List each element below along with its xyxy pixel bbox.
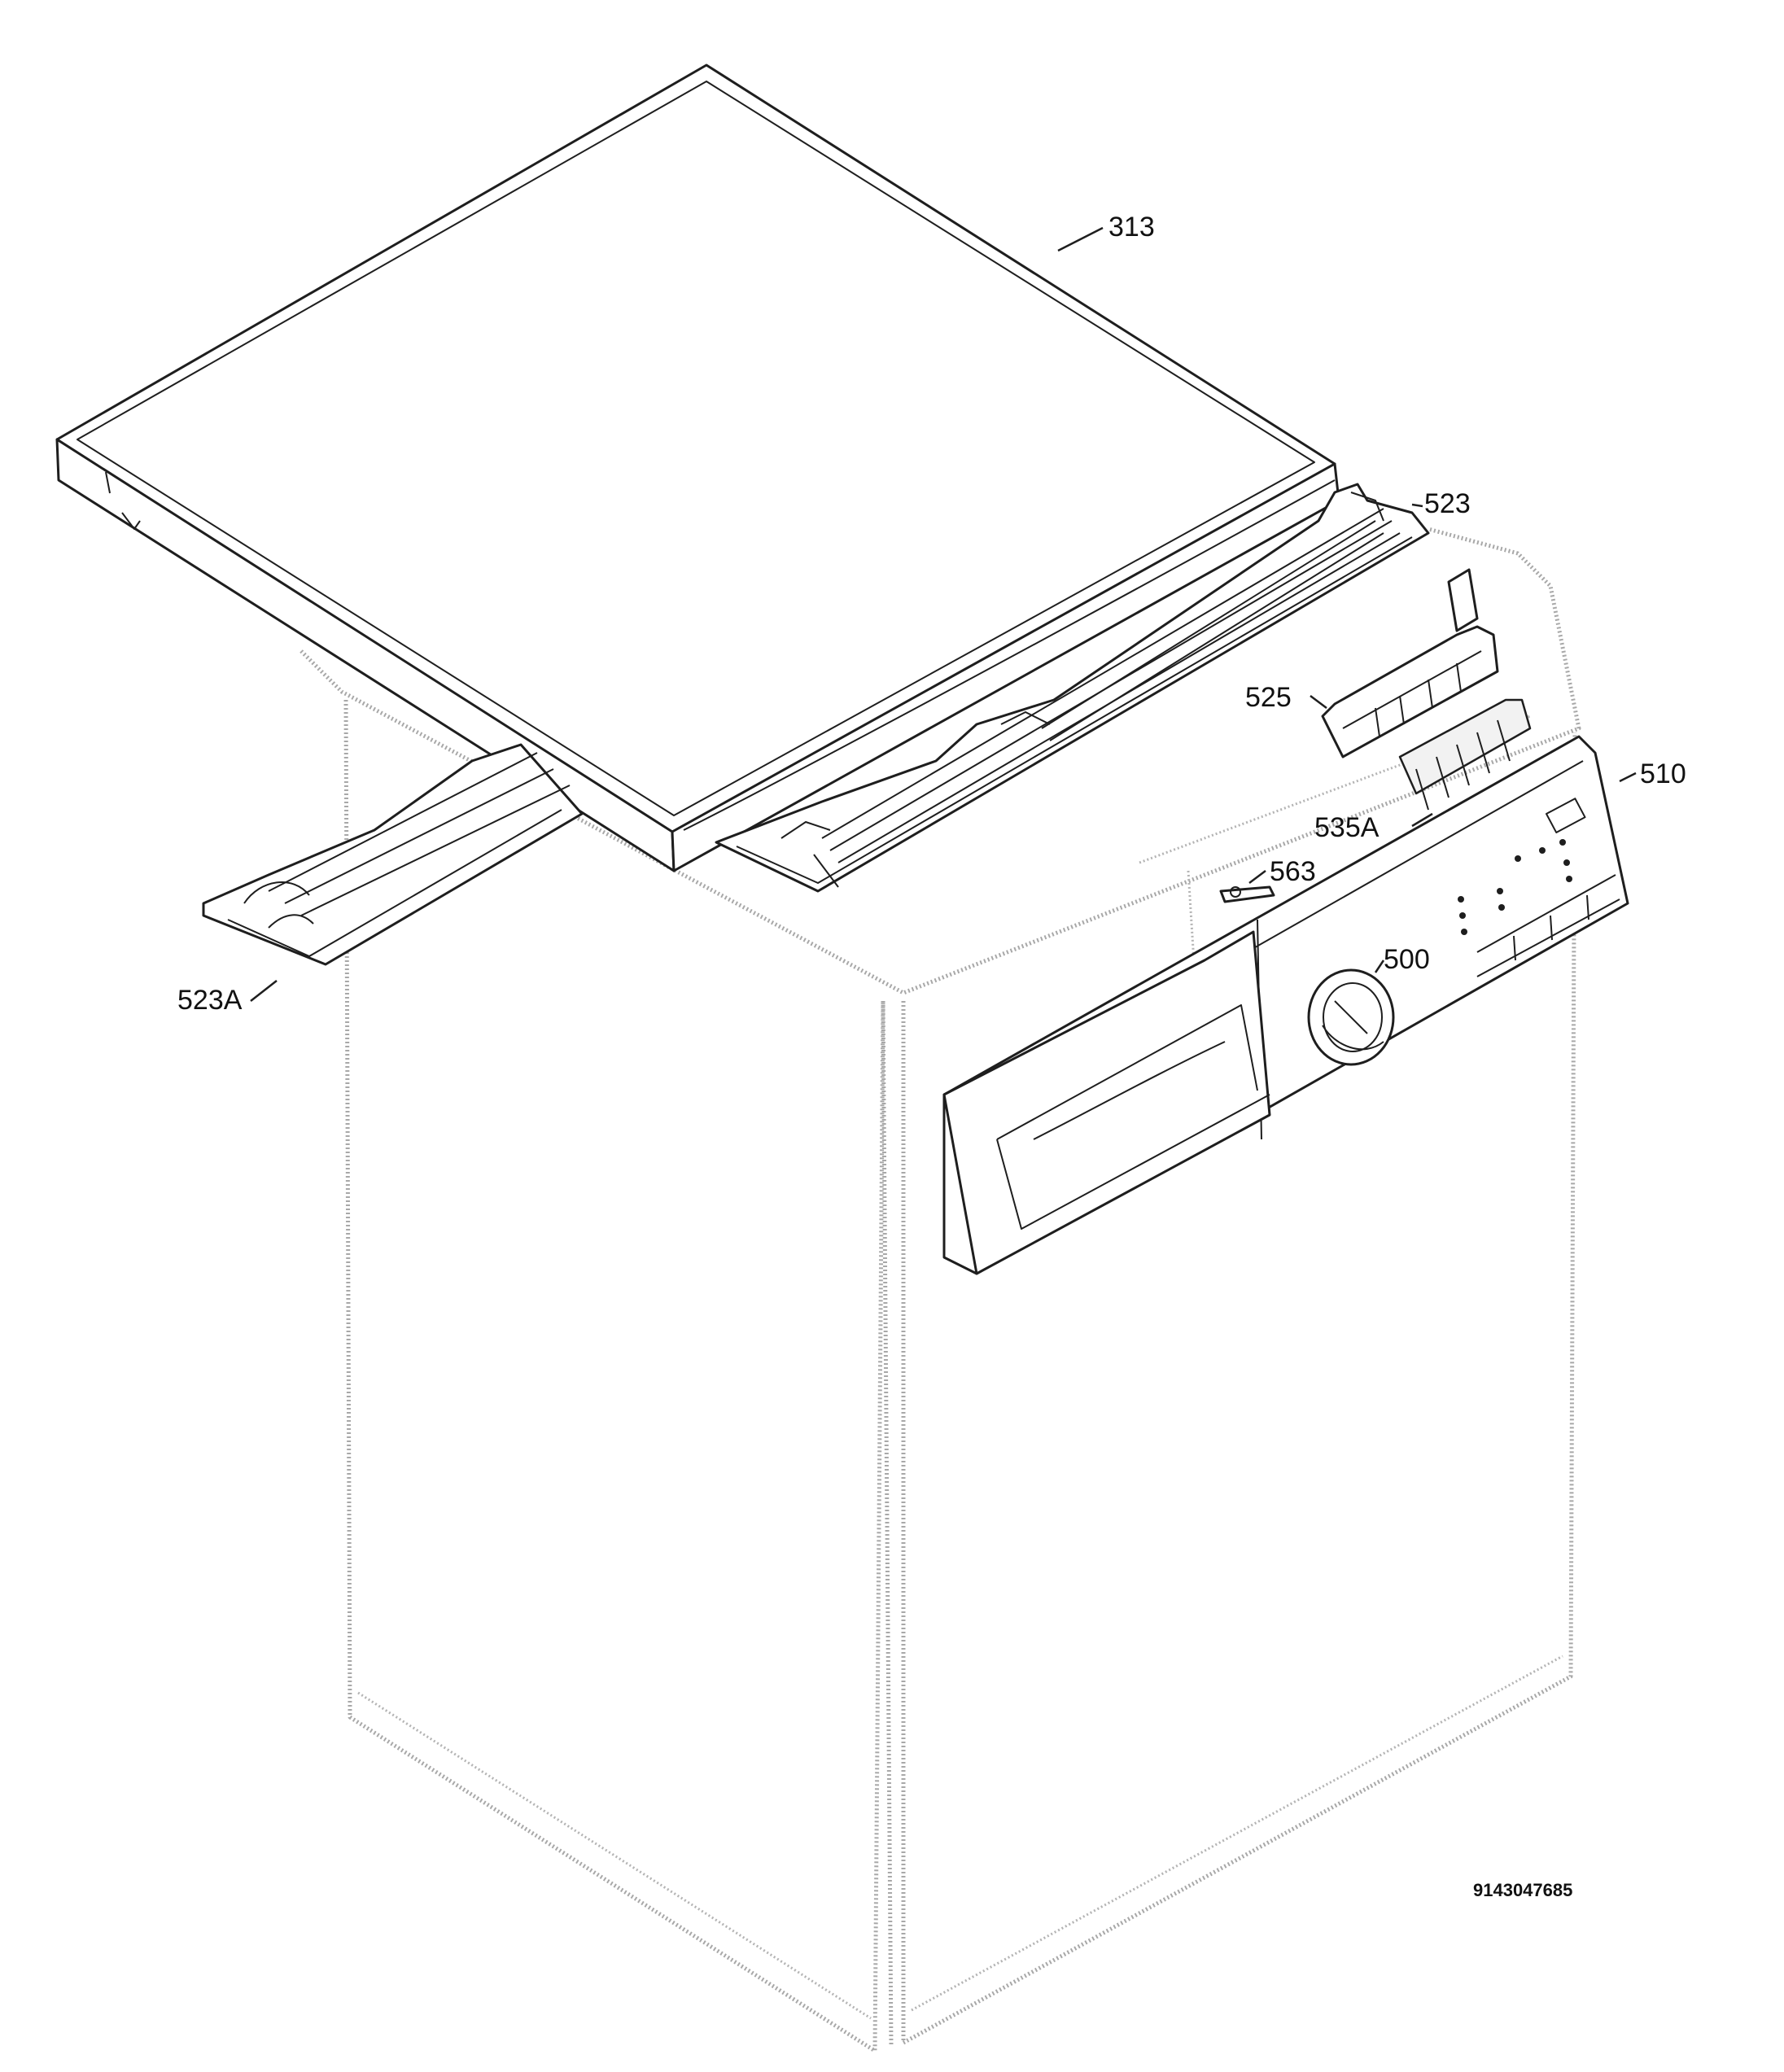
part-563-pin [1219,885,1275,903]
callout-523A: 523A [177,985,243,1016]
part-525-switch-block [1321,568,1499,758]
document-number: 9143047685 [1473,1880,1572,1900]
part-500-knob [1307,968,1395,1066]
callout-labels: 313 523 525 510 535A 563 500 523A [177,212,1686,1016]
callout-510: 510 [1640,758,1686,789]
indicator-dots [1458,839,1572,935]
callout-313: 313 [1108,212,1155,243]
part-535A-buttons [1398,698,1532,811]
callout-525: 525 [1245,682,1292,713]
part-313-worktop [55,63,1340,872]
callout-500: 500 [1384,944,1430,975]
part-523A-bracket [202,743,584,966]
callout-535A: 535A [1314,812,1380,843]
leader-lines [250,226,1637,1002]
part-523-bracket [715,483,1430,893]
callout-523: 523 [1424,488,1471,519]
cabinet-ghost [300,527,1581,2053]
detergent-drawer [942,930,1271,1275]
callout-563: 563 [1270,856,1316,887]
